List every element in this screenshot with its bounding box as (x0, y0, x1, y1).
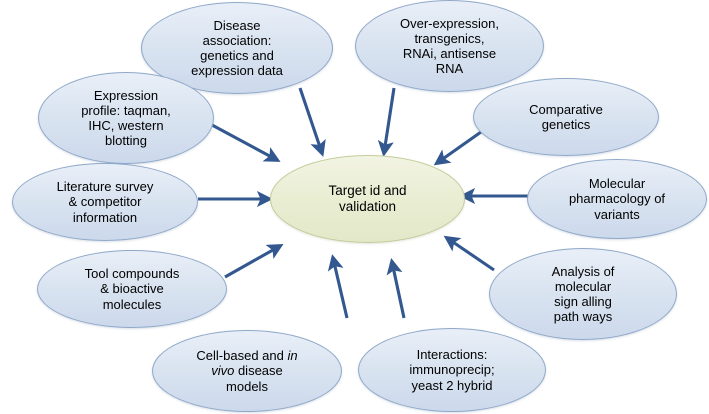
arrow-expression-profile-to-center (211, 123, 281, 162)
arrow-interactions-to-center (386, 258, 406, 319)
node-analysis-signalling-label: Analysis of molecular sign alling path w… (551, 263, 615, 325)
arrow-tool-compounds-to-center (224, 244, 284, 279)
node-cell-based-models[interactable]: Cell-based and in vivo disease models (152, 330, 342, 412)
node-expression-profile-label: Expression profile: taqman, IHC, western… (81, 87, 171, 149)
node-interactions-label: Interactions: immunoprecip; yeast 2 hybr… (409, 347, 495, 393)
node-tool-compounds-label: Tool compounds & bioactive molecules (84, 266, 180, 312)
node-interactions[interactable]: Interactions: immunoprecip; yeast 2 hybr… (358, 328, 546, 412)
node-molecular-pharmacology-label: Molecular pharmacology of variants (568, 176, 666, 222)
node-disease-association[interactable]: Disease association: genetics and expres… (141, 2, 333, 94)
arrow-analysis-signalling-to-center (443, 235, 495, 272)
node-literature-survey[interactable]: Literature survey & competitor informati… (12, 163, 198, 241)
arrow-disease-association-to-center (298, 87, 326, 157)
node-comparative-genetics-label: Comparative genetics (529, 101, 603, 132)
arrow-cell-based-models-to-center (327, 254, 349, 319)
node-center-label: Target id and validation (328, 183, 407, 214)
node-molecular-pharmacology[interactable]: Molecular pharmacology of variants (527, 159, 707, 239)
node-expression-profile[interactable]: Expression profile: taqman, IHC, western… (38, 72, 214, 164)
node-disease-association-label: Disease association: genetics and expres… (191, 17, 283, 79)
node-comparative-genetics[interactable]: Comparative genetics (473, 78, 659, 156)
node-over-expression-label: Over-expression, transgenics, RNAi, anti… (400, 15, 499, 77)
node-literature-survey-label: Literature survey & competitor informati… (56, 179, 154, 225)
arrow-comparative-genetics-to-center (433, 130, 482, 166)
node-cell-based-models-label: Cell-based and in vivo disease models (196, 348, 298, 394)
node-tool-compounds[interactable]: Tool compounds & bioactive molecules (37, 250, 227, 328)
arrow-over-expression-to-center (377, 87, 396, 157)
node-over-expression[interactable]: Over-expression, transgenics, RNAi, anti… (355, 0, 544, 92)
node-analysis-signalling[interactable]: Analysis of molecular sign alling path w… (489, 248, 677, 340)
node-center-target-id-validation[interactable]: Target id and validation (270, 155, 465, 243)
